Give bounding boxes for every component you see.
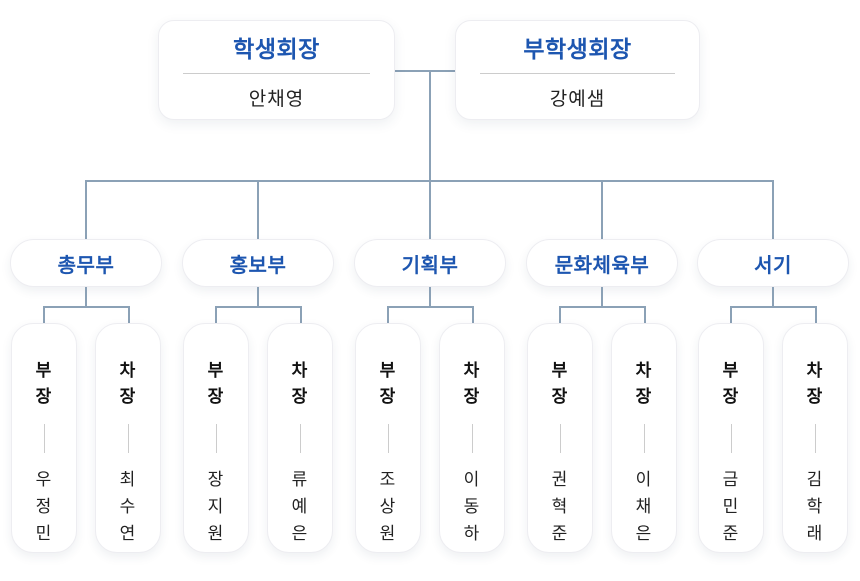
member-card: 부장 권혁준 xyxy=(527,323,593,553)
member-role: 차장 xyxy=(635,361,653,407)
divider xyxy=(480,72,675,74)
connector-stem xyxy=(257,287,259,306)
member-role: 부장 xyxy=(207,361,225,407)
member-card: 부장 금민준 xyxy=(698,323,764,553)
member-card: 차장 김학래 xyxy=(782,323,848,553)
department-box: 홍보부 xyxy=(182,239,334,287)
department-column: 총무부 부장 우정민 차장 최수연 xyxy=(9,239,163,553)
divider xyxy=(127,423,129,453)
connector-member-drop xyxy=(43,306,45,323)
member-card: 부장 우정민 xyxy=(11,323,77,553)
divider xyxy=(387,423,389,453)
connector-drop-5 xyxy=(772,180,774,240)
member-role: 부장 xyxy=(551,361,569,407)
connector-branch xyxy=(559,306,645,308)
divider xyxy=(730,423,732,453)
connector-drop-3 xyxy=(429,180,431,240)
department-column: 기획부 부장 조상원 차장 이동하 xyxy=(353,239,507,553)
member-name: 이동하 xyxy=(463,469,481,544)
divider xyxy=(43,423,45,453)
member-card: 차장 최수연 xyxy=(95,323,161,553)
connector-member-drop xyxy=(730,306,732,323)
connector-member-drop xyxy=(387,306,389,323)
connector-member-drop xyxy=(559,306,561,323)
member-card: 차장 이동하 xyxy=(439,323,505,553)
connector-stem xyxy=(85,287,87,306)
connector-member-drop xyxy=(300,306,302,323)
member-card: 차장 류예은 xyxy=(267,323,333,553)
member-name: 최수연 xyxy=(119,469,137,544)
connector-branch xyxy=(215,306,301,308)
connector-branch xyxy=(730,306,816,308)
member-role: 차장 xyxy=(119,361,137,407)
member-role: 차장 xyxy=(463,361,481,407)
divider xyxy=(471,423,473,453)
member-name: 김학래 xyxy=(806,469,824,544)
divider xyxy=(559,423,561,453)
member-name: 우정민 xyxy=(35,469,53,544)
department-box: 총무부 xyxy=(10,239,162,287)
connector-member-drop xyxy=(128,306,130,323)
member-name: 조상원 xyxy=(379,469,397,544)
department-box: 기획부 xyxy=(354,239,506,287)
connector-member-drop xyxy=(472,306,474,323)
connector-drop-4 xyxy=(601,180,603,240)
department-box: 서기 xyxy=(697,239,849,287)
divider xyxy=(299,423,301,453)
member-name: 류예은 xyxy=(291,469,309,544)
divider xyxy=(215,423,217,453)
connector-member-drop xyxy=(644,306,646,323)
leader-name: 강예샘 xyxy=(549,88,606,110)
department-box: 문화체육부 xyxy=(526,239,678,287)
member-role: 부장 xyxy=(35,361,53,407)
member-name: 금민준 xyxy=(722,469,740,544)
connector-member-drop xyxy=(815,306,817,323)
connector-drop-1 xyxy=(85,180,87,240)
department-column: 홍보부 부장 장지원 차장 류예은 xyxy=(181,239,335,553)
member-role: 차장 xyxy=(806,361,824,407)
connector-leaders-horizontal xyxy=(395,70,455,72)
connector-branch xyxy=(387,306,473,308)
member-name: 이채은 xyxy=(635,469,653,544)
divider xyxy=(183,72,370,74)
leader-title: 학생회장 xyxy=(233,35,320,62)
member-card: 차장 이채은 xyxy=(611,323,677,553)
leader-card-president: 학생회장 안채영 xyxy=(158,20,395,120)
connector-center-vertical xyxy=(429,70,431,180)
divider xyxy=(814,423,816,453)
department-column: 문화체육부 부장 권혁준 차장 이채은 xyxy=(525,239,679,553)
member-name: 권혁준 xyxy=(551,469,569,544)
connector-drop-2 xyxy=(257,180,259,240)
member-role: 부장 xyxy=(722,361,740,407)
connector-stem xyxy=(429,287,431,306)
leader-name: 안채영 xyxy=(248,88,305,110)
member-name: 장지원 xyxy=(207,469,225,544)
connector-branch xyxy=(43,306,129,308)
connector-member-drop xyxy=(215,306,217,323)
member-card: 부장 장지원 xyxy=(183,323,249,553)
leader-title: 부학생회장 xyxy=(523,35,632,62)
member-role: 부장 xyxy=(379,361,397,407)
leader-card-vice-president: 부학생회장 강예샘 xyxy=(455,20,700,120)
department-column: 서기 부장 금민준 차장 김학래 xyxy=(696,239,850,553)
connector-stem xyxy=(601,287,603,306)
member-role: 차장 xyxy=(291,361,309,407)
connector-stem xyxy=(772,287,774,306)
member-card: 부장 조상원 xyxy=(355,323,421,553)
divider xyxy=(643,423,645,453)
